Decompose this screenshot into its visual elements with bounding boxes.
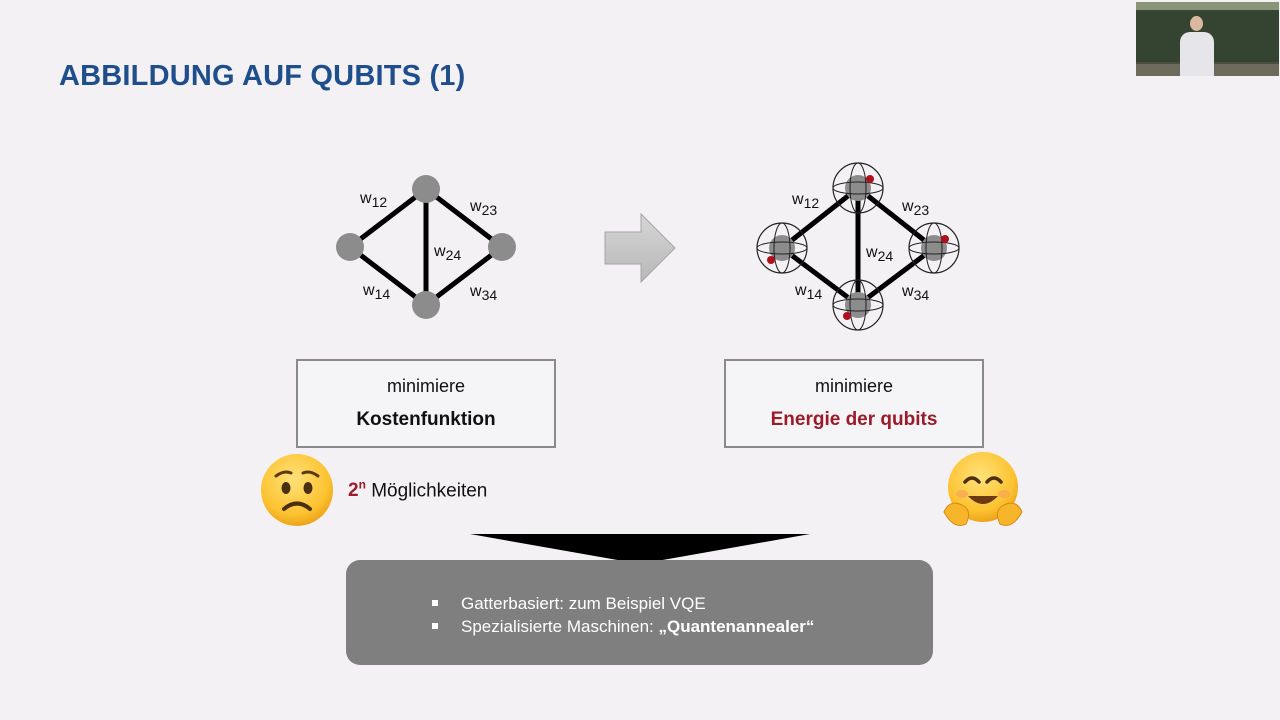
worried-face-icon [258,452,336,528]
energy-box-label: minimiere [726,376,982,397]
possibilities-power: 2n [348,480,366,501]
weight-label-w12: w12 [359,190,387,210]
approaches-panel: Gatterbasiert: zum Beispiel VQE Speziali… [346,560,933,665]
weight-label-w24: w24 [433,243,461,263]
list-item: Spezialisierte Maschinen: „Quantenanneal… [432,615,814,638]
node-2 [412,175,440,203]
weight-label-w34: w34 [469,283,497,303]
node-1 [336,233,364,261]
edge-23 [426,189,502,247]
cost-box-title: Kostenfunktion [298,409,554,431]
weight-label-w23: w23 [469,198,497,218]
webcam-video [1136,2,1279,76]
qubit-graph-diagram: w12 w23 w24 w14 w34 [740,160,980,335]
qubit-1 [757,223,807,273]
qubit-weight-label-w14: w14 [794,282,822,302]
possibilities-label: Möglichkeiten [371,480,487,501]
slide-title: ABBILDUNG AUF QUBITS (1) [59,60,465,93]
approaches-list: Gatterbasiert: zum Beispiel VQE Speziali… [432,592,814,638]
qubit-weight-label-w12: w12 [791,191,819,211]
qubit-3 [909,223,959,273]
right-arrow-icon [603,212,677,284]
possibilities-text: 2n Möglichkeiten [348,478,487,502]
qubit-edge-23 [858,188,934,248]
energy-box: minimiere Energie der qubits [724,359,984,448]
qubit-weight-label-w24: w24 [865,244,893,264]
cost-function-box: minimiere Kostenfunktion [296,359,556,448]
qubit-weight-label-w34: w34 [901,283,929,303]
qubit-weight-label-w23: w23 [901,198,929,218]
bullet-icon [432,600,438,606]
cost-graph-diagram: w12 w23 w24 w14 w34 [320,170,540,330]
node-4 [412,291,440,319]
node-3 [488,233,516,261]
weight-label-w14: w14 [362,282,390,302]
energy-box-title: Energie der qubits [726,409,982,431]
hugging-face-icon [940,450,1026,530]
list-item: Gatterbasiert: zum Beispiel VQE [432,592,814,615]
bullet-icon [432,623,438,629]
cost-box-label: minimiere [298,376,554,397]
